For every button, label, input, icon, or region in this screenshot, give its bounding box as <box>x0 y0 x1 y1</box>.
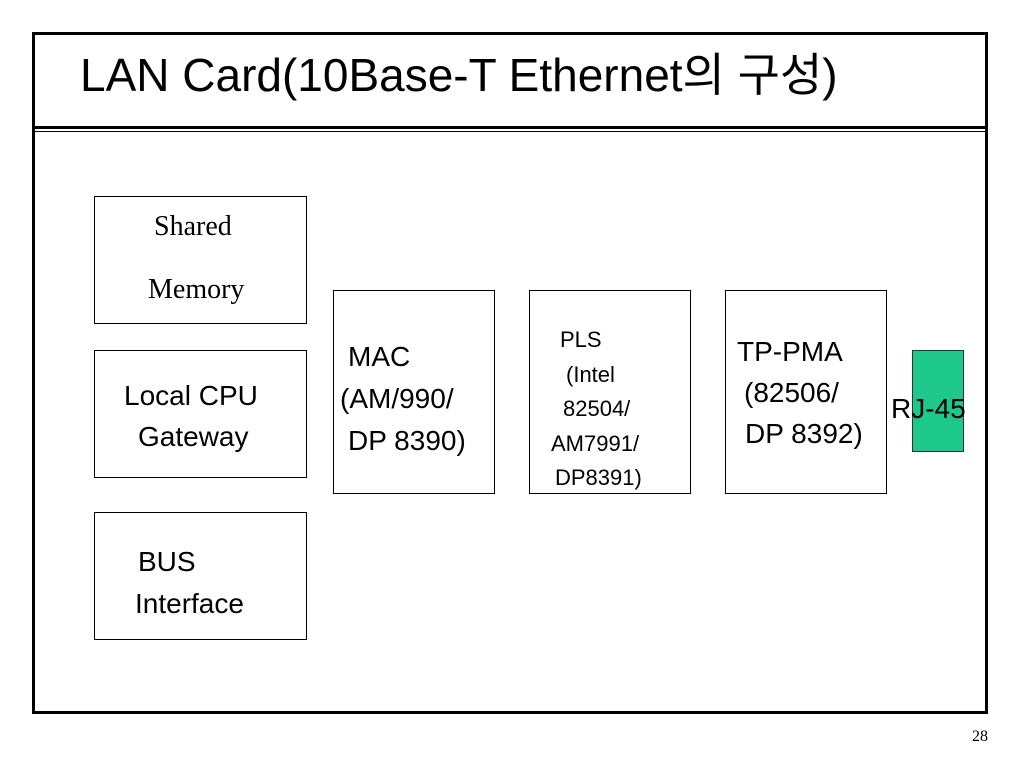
rj45-connector <box>912 350 964 452</box>
tp-pma-label-line3: DP 8392) <box>745 418 863 449</box>
bus-interface-label-line1: BUS <box>138 546 196 577</box>
pls-label-line3: 82504/ <box>563 396 631 421</box>
tp-pma-label-line2: (82506/ <box>744 377 839 408</box>
shared-memory-label-line2: Memory <box>148 274 245 305</box>
pls-label-line5: DP8391) <box>555 465 642 490</box>
slide-title: LAN Card(10Base-T Ethernet의 구성) <box>80 49 838 101</box>
tp-pma-label-line1: TP-PMA <box>737 336 843 367</box>
mac-label-line1: MAC <box>348 341 411 372</box>
rj45-label: RJ-45 <box>891 393 966 424</box>
tp-pma-box <box>725 290 887 494</box>
pls-box <box>529 290 691 494</box>
title-divider-thin <box>35 131 986 132</box>
mac-label-line2: (AM/990/ <box>340 383 454 414</box>
shared-memory-box <box>94 196 307 324</box>
page-number: 28 <box>972 728 988 745</box>
mac-label-line3: DP 8390) <box>348 425 466 456</box>
local-cpu-gateway-box <box>94 350 307 478</box>
bus-interface-box <box>94 512 307 640</box>
bus-interface-label-line2: Interface <box>135 588 244 619</box>
pls-label-line2: (Intel <box>566 362 615 387</box>
local-cpu-gateway-label-line2: Gateway <box>138 421 249 452</box>
title-divider <box>35 126 986 129</box>
slide-frame <box>32 32 988 714</box>
shared-memory-label-line1: Shared <box>154 211 232 242</box>
pls-label-line1: PLS <box>560 327 602 352</box>
local-cpu-gateway-label-line1: Local CPU <box>124 380 258 411</box>
pls-label-line4: AM7991/ <box>551 431 640 456</box>
mac-box <box>333 290 495 494</box>
